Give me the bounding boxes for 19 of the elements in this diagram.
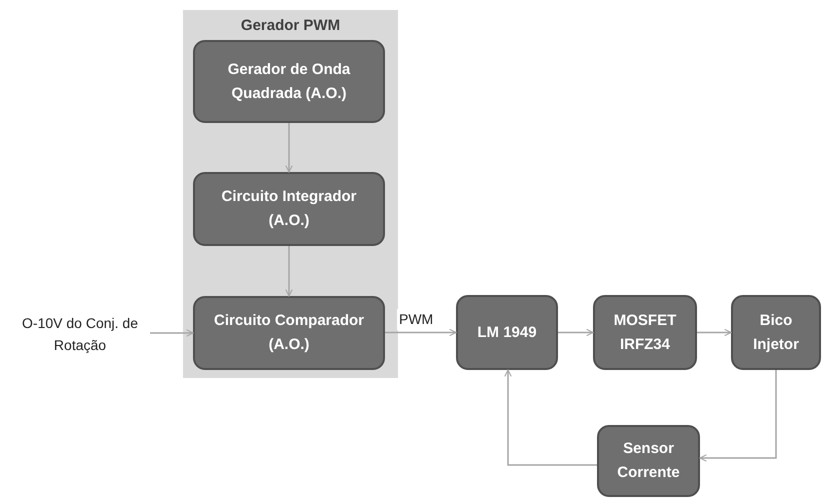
process-box: Gerador de Onda Quadrada (A.O.) [193, 40, 385, 123]
process-box: Circuito Integrador (A.O.) [193, 172, 385, 246]
edge-label: PWM [397, 308, 436, 330]
process-box: Circuito Comparador (A.O.) [193, 296, 385, 370]
arrow [699, 370, 777, 462]
arrow [285, 123, 293, 173]
arrow [504, 369, 597, 466]
group-title: Gerador PWM [240, 16, 342, 36]
process-box: LM 1949 [456, 295, 558, 370]
input-label: O-10V do Conj. de Rotação [21, 314, 139, 355]
process-box: Sensor Corrente [597, 425, 700, 497]
group-panel [183, 10, 398, 378]
arrow [285, 246, 293, 297]
arrow [697, 328, 732, 336]
arrow [558, 328, 594, 336]
arrow [150, 329, 194, 337]
process-box: MOSFET IRFZ34 [593, 295, 697, 370]
process-box: Bico Injetor [731, 295, 821, 370]
arrow [385, 328, 457, 336]
